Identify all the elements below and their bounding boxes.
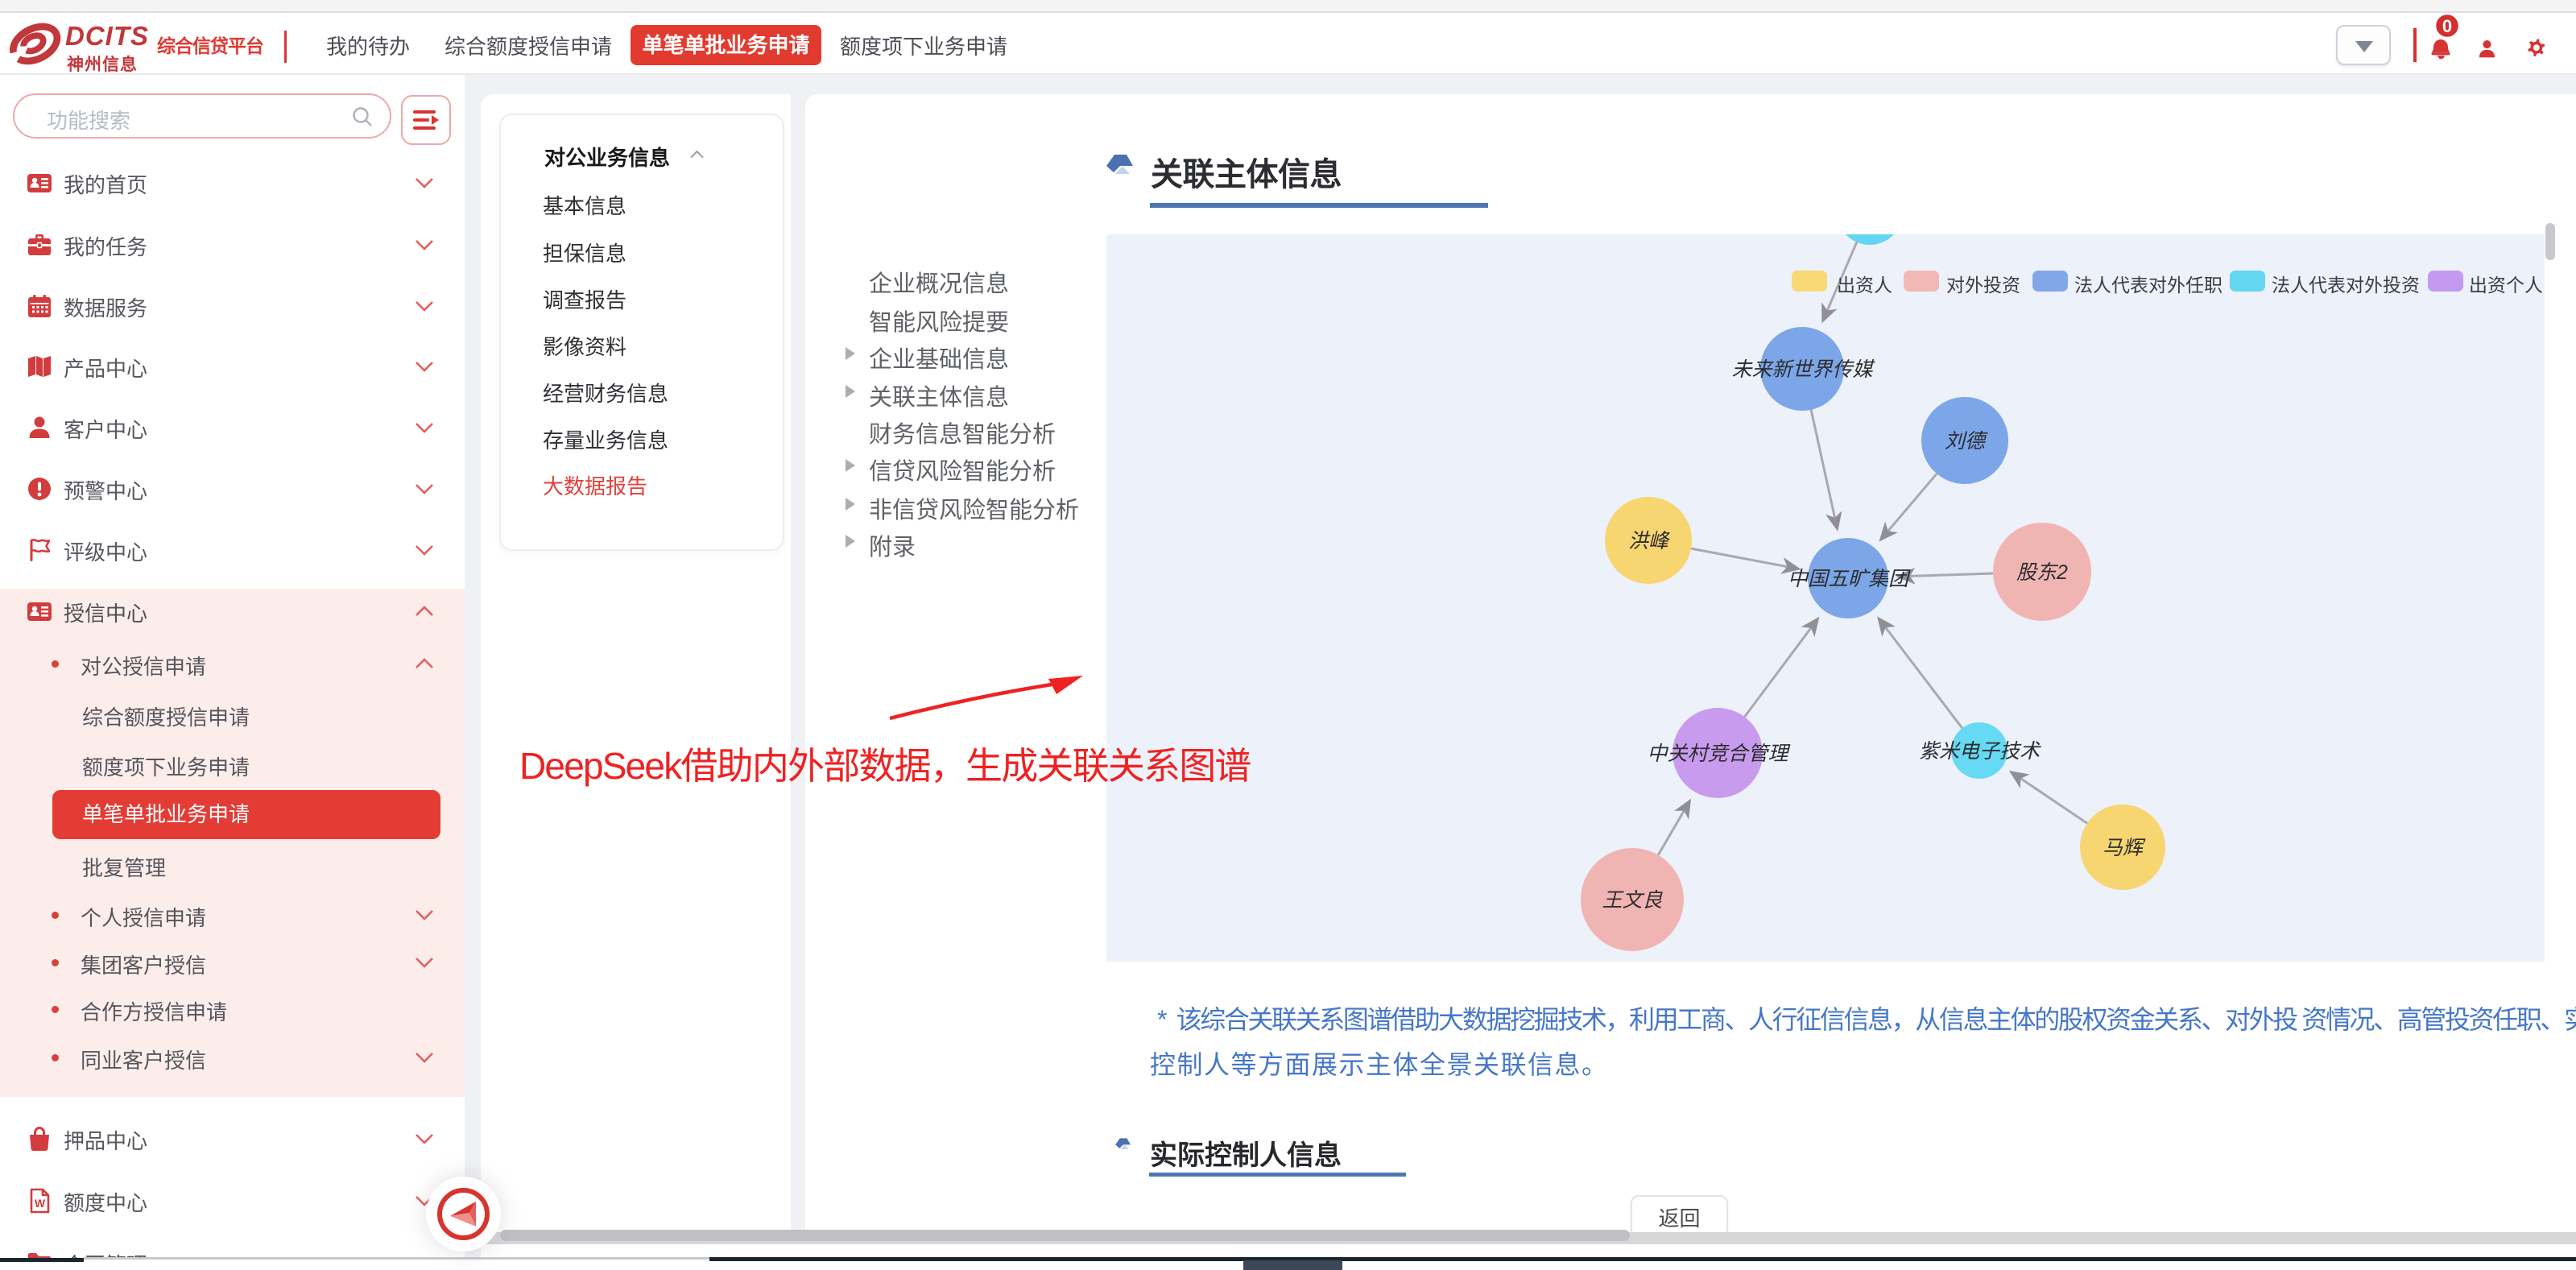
- svg-text:W: W: [35, 1197, 46, 1210]
- svg-text:中国五旷集团: 中国五旷集团: [1788, 568, 1911, 590]
- svg-text:王文良: 王文良: [1602, 889, 1663, 912]
- svg-text:马辉: 马辉: [2103, 837, 2146, 859]
- svg-text:0: 0: [2442, 16, 2452, 36]
- svg-text:刘德: 刘德: [1945, 430, 1988, 453]
- svg-text:洪峰: 洪峰: [1628, 530, 1670, 552]
- svg-text:未来新世界传媒: 未来新世界传媒: [1731, 358, 1875, 381]
- svg-text:紫米电子技术: 紫米电子技术: [1919, 740, 2041, 763]
- svg-text:股东2: 股东2: [2016, 561, 2068, 584]
- svg-text:中关村竞合管理: 中关村竞合管理: [1647, 743, 1790, 765]
